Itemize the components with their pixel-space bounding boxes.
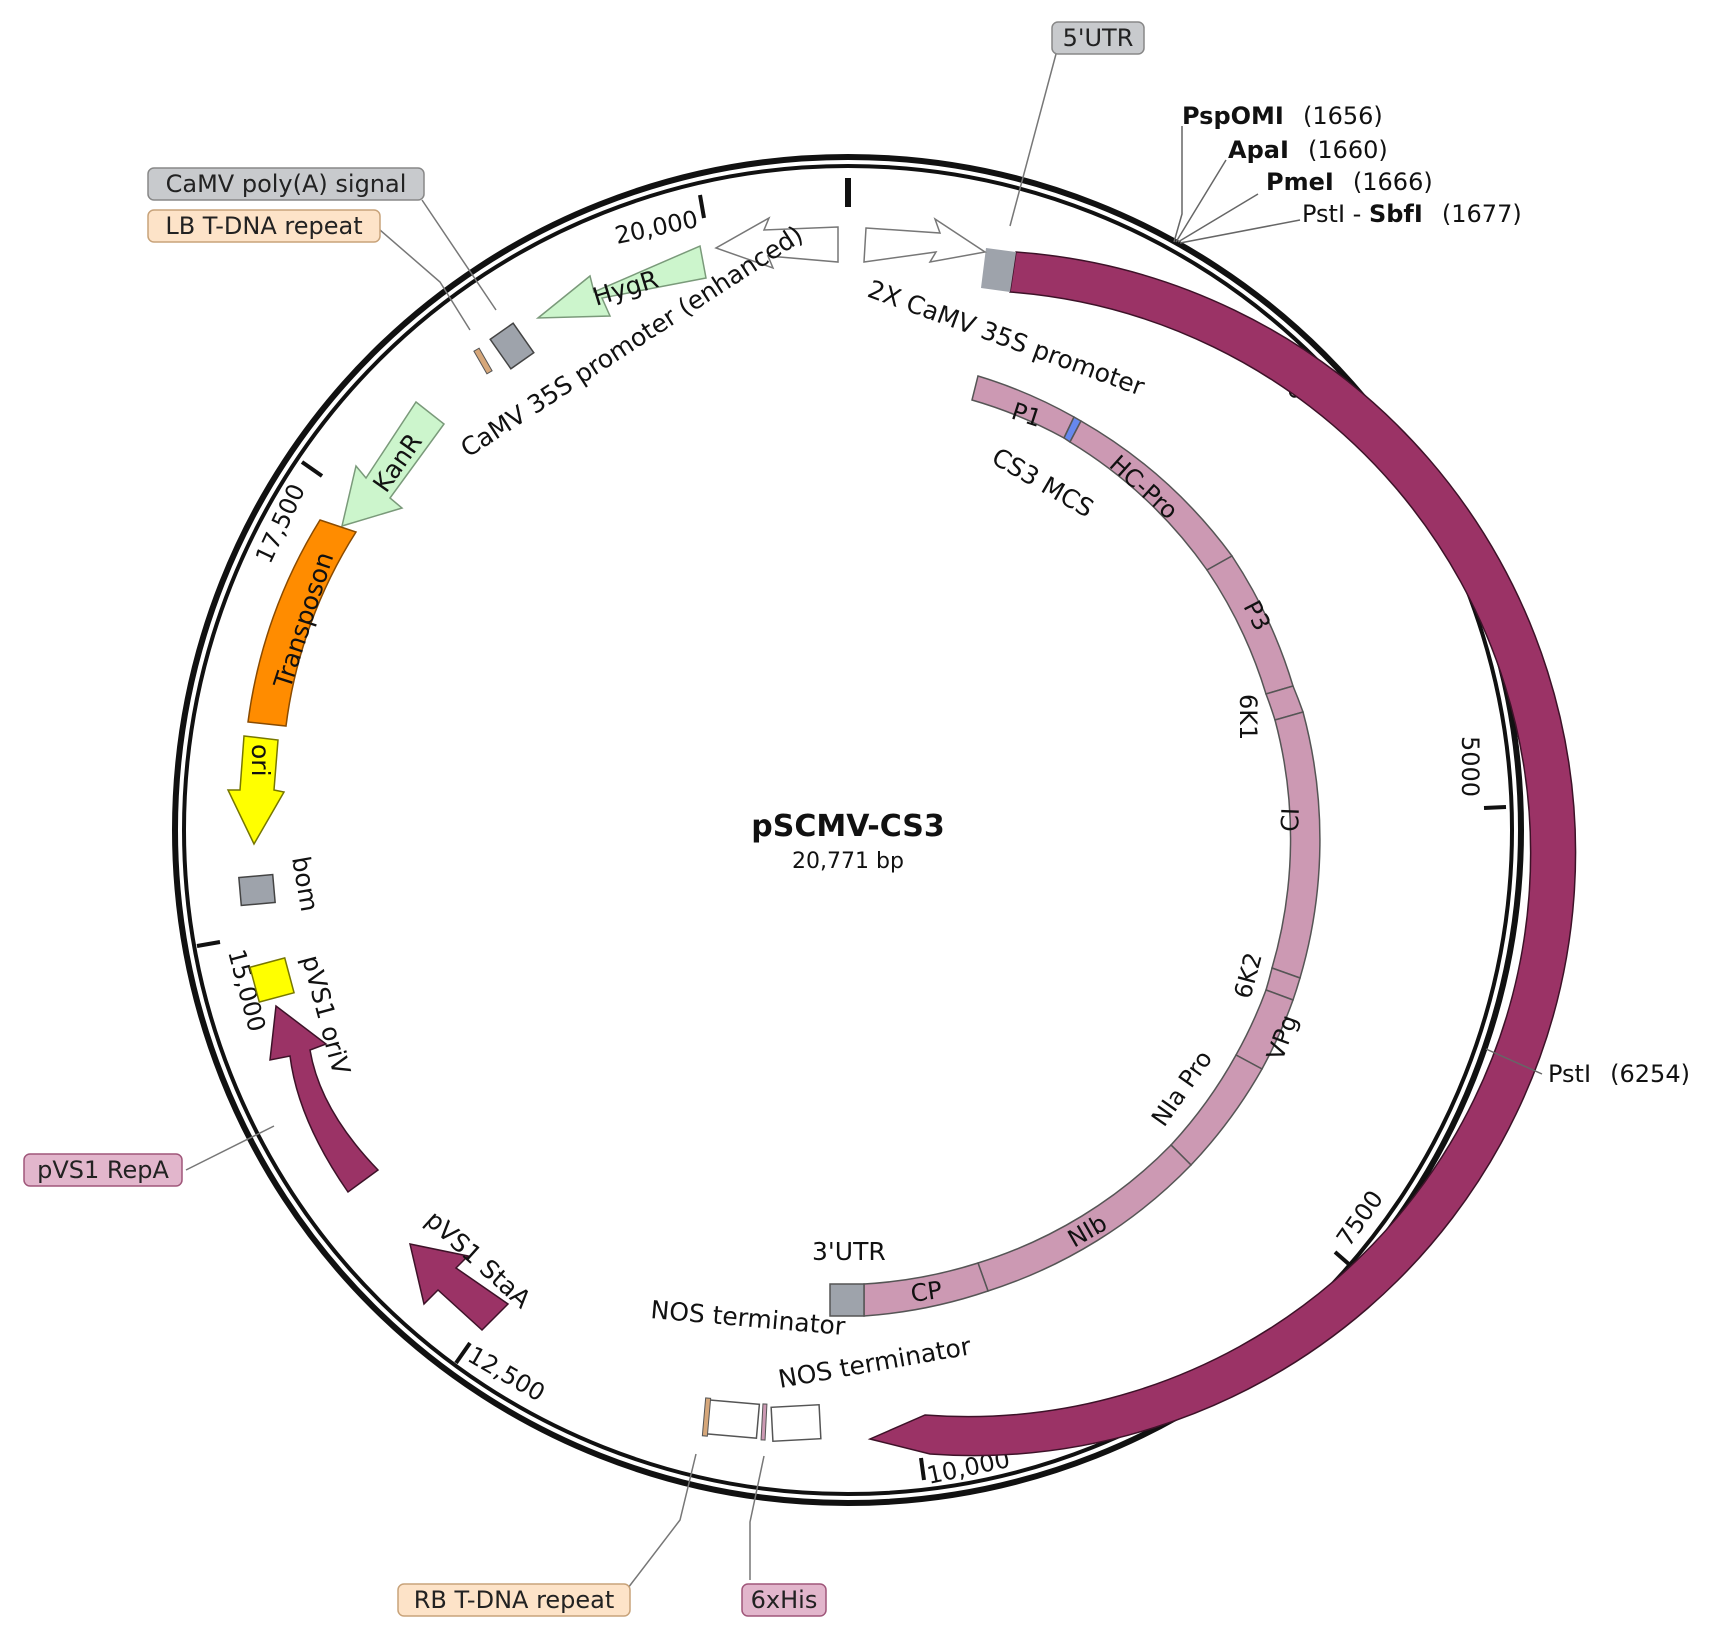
segment-label-6k2: 6K2 (1229, 950, 1268, 1002)
tick-label-20000: 20,000 (612, 205, 700, 250)
tick-5000 (1483, 805, 1507, 810)
leader-utr5 (1009, 53, 1057, 227)
callout-rb-tdna-text: RB T-DNA repeat (414, 1586, 615, 1614)
callout-his6-box (741, 1583, 827, 1617)
site-apai-pos: (1660) (1308, 136, 1388, 164)
tick-label-5000: 5000 (1456, 736, 1484, 797)
callout-leaders (185, 53, 1057, 1589)
leader-pspomi (1173, 126, 1183, 243)
nos-terminator-1-tdna[interactable] (701, 1397, 712, 1437)
cs3-segments (829, 375, 1321, 1317)
camv-polya-block[interactable] (489, 322, 535, 370)
nos-terminator-1-label: NOS terminator (649, 1295, 847, 1341)
ori-arrow[interactable] (226, 735, 286, 846)
promoter-2x-arrow[interactable] (863, 217, 987, 264)
site-pmei-name: PmeI (1266, 168, 1334, 196)
site-apai-name: ApaI (1228, 136, 1289, 164)
hygR-label: HygR (589, 264, 661, 311)
site-leaders (1173, 126, 1543, 1075)
callout-his6[interactable]: 6xHis (741, 1583, 827, 1617)
hygR-arrow[interactable] (535, 244, 707, 319)
callout-lb-tdna[interactable]: LB T-DNA repeat (147, 209, 381, 243)
site-psti-sbfi-name2: SbfI (1369, 200, 1423, 228)
site-psti-6254-name: PstI (1548, 1060, 1591, 1088)
kanR-arrow[interactable] (340, 400, 446, 528)
tick-20000 (698, 194, 706, 219)
leader-pmei (1177, 193, 1259, 243)
leader-lb-tdna (379, 229, 471, 331)
cs3-mcs-label: CS3 MCS (987, 442, 1099, 523)
pvs1-staA-arrow[interactable] (409, 1243, 510, 1332)
site-pspomi-pos: (1656) (1303, 102, 1383, 130)
utr5-block[interactable] (981, 248, 1016, 292)
bom-label: bom (286, 854, 324, 914)
leader-pstI-sbfI (1179, 219, 1301, 244)
transposon-block[interactable] (247, 519, 358, 727)
callout-camv-polya[interactable]: CaMV poly(A) signal (147, 167, 425, 201)
tick-7500 (1333, 1250, 1353, 1268)
leader-apai (1175, 159, 1227, 243)
polyprotein-arrow[interactable] (867, 251, 1577, 1457)
leader-rb-tdna (627, 1453, 697, 1589)
leader-his6 (749, 1455, 765, 1580)
callout-rb-tdna[interactable]: RB T-DNA repeat (397, 1583, 631, 1617)
site-psti-6254: PstI (6254) (1548, 1060, 1690, 1088)
tick-17500 (300, 460, 324, 478)
his6-block[interactable] (760, 1403, 768, 1441)
site-pspomi-name: PspOMI (1182, 102, 1284, 130)
nos-terminator-2-label: NOS terminator (776, 1331, 974, 1394)
site-pmei: PmeI (1666) (1266, 168, 1433, 196)
backbone-outer-ring (172, 154, 1524, 1506)
callout-rb-tdna-box (397, 1583, 631, 1617)
site-apai: ApaI (1660) (1228, 136, 1388, 164)
plasmid-size: 20,771 bp (792, 849, 904, 874)
segment-ci[interactable] (1271, 711, 1321, 979)
ori-label: ori (246, 744, 275, 777)
callout-lb-tdna-text: LB T-DNA repeat (165, 212, 362, 240)
callout-his6-text: 6xHis (751, 1586, 818, 1614)
segment-3utr[interactable] (829, 1283, 865, 1317)
callout-utr5-box (1051, 21, 1145, 55)
tick-12500 (454, 1341, 472, 1365)
site-pspomi: PspOMI (1656) (1182, 102, 1383, 130)
pvs1-repA-arrow[interactable] (269, 1004, 380, 1194)
polyprotein-label: polyprotein (1417, 824, 1470, 969)
tick-10000 (919, 1457, 926, 1481)
lb-tdna-block[interactable] (473, 347, 493, 375)
segment-label-cp: CP (909, 1276, 944, 1308)
callout-pvs1-repa-box (23, 1153, 183, 1187)
site-psti-sbfi: PstI - SbfI (1677) (1302, 200, 1522, 228)
segment-label-ci: CI (1276, 807, 1305, 832)
utr3-label: 3'UTR (812, 1237, 886, 1266)
callout-pvs1-repa[interactable]: pVS1 RepA (23, 1153, 183, 1187)
site-psti-6254-pos: (6254) (1610, 1060, 1690, 1088)
site-psti-sbfi-pos: (1677) (1442, 200, 1522, 228)
backbone-inner-ring (182, 164, 1514, 1496)
segment-label-6k1: 6K1 (1234, 694, 1262, 740)
callout-camv-polya-box (147, 167, 425, 201)
callout-lb-tdna-box (147, 209, 381, 243)
tick-15000 (196, 940, 221, 948)
leader-pvs1-repa (185, 1125, 275, 1171)
site-pmei-pos: (1666) (1353, 168, 1433, 196)
site-psti-sbfi-name1: PstI - (1302, 200, 1369, 228)
pvs1-oriV-block[interactable] (249, 957, 295, 1003)
leader-camv-polya (421, 199, 497, 311)
nos-terminator-1-block[interactable] (703, 1398, 761, 1440)
plasmid-name: pSCMV-CS3 (751, 809, 945, 844)
promoter-enhanced-arrow[interactable] (714, 216, 839, 270)
leader-pstI-6254 (1485, 1048, 1543, 1075)
nos-terminator-2-block[interactable] (770, 1403, 822, 1443)
callout-utr5-text: 5'UTR (1063, 24, 1134, 52)
bom-block[interactable] (238, 873, 276, 907)
callout-camv-polya-text: CaMV poly(A) signal (166, 170, 407, 198)
callout-pvs1-repa-text: pVS1 RepA (37, 1156, 169, 1184)
callout-utr5[interactable]: 5'UTR (1051, 21, 1145, 55)
